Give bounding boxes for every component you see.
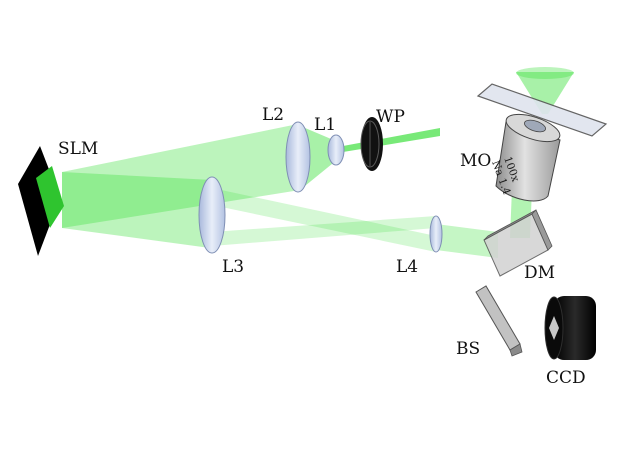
ccd-camera: CCD xyxy=(544,296,596,388)
bs-face xyxy=(475,285,521,351)
lens-l3-body xyxy=(198,176,226,254)
lens-l1-label: L1 xyxy=(314,115,336,135)
lens-l4-body xyxy=(429,215,443,253)
ccd-body xyxy=(554,296,596,360)
lens-l3: L3 xyxy=(198,176,244,277)
beam-l3-l4-a xyxy=(212,188,436,252)
ccd-label: CCD xyxy=(546,368,586,388)
microscope-objective: 100x Na 1.4 MO xyxy=(460,113,561,202)
lens-l4-label: L4 xyxy=(396,257,418,277)
beam-l3-l4-b xyxy=(212,216,436,246)
sample-slide-body xyxy=(476,83,608,137)
input-beam xyxy=(343,128,440,152)
slm-face xyxy=(36,166,64,228)
output-cone-top xyxy=(516,67,574,79)
objective-label: MO xyxy=(460,151,491,171)
objective-lens xyxy=(524,119,546,133)
slm-label: SLM xyxy=(58,139,98,159)
lens-l2: L2 xyxy=(262,105,311,193)
beam-l2-slm xyxy=(62,124,300,228)
waveplate-rim xyxy=(360,120,380,168)
lens-l1-body xyxy=(327,134,345,166)
bs-side xyxy=(509,343,523,357)
laser-beams xyxy=(62,67,574,258)
dm-side xyxy=(531,209,553,251)
waveplate-label: WP xyxy=(376,107,405,127)
sample-slide xyxy=(476,83,608,137)
dichroic-mirror: DM xyxy=(483,209,555,283)
lens-l3-label: L3 xyxy=(222,257,244,277)
waveplate: WP xyxy=(360,107,405,171)
beam-l4-dm xyxy=(436,224,498,258)
bs-label: BS xyxy=(456,339,480,359)
dm-label: DM xyxy=(524,263,555,283)
lens-l2-body xyxy=(285,121,311,193)
lens-l2-label: L2 xyxy=(262,105,284,125)
lens-l1: L1 xyxy=(314,115,345,166)
beam-slm-l3 xyxy=(62,172,212,248)
beam-splitter: BS xyxy=(456,285,523,359)
ccd-sensor xyxy=(549,316,559,340)
lens-l4: L4 xyxy=(396,215,443,277)
slm: SLM xyxy=(18,139,98,256)
output-cone xyxy=(516,72,574,114)
